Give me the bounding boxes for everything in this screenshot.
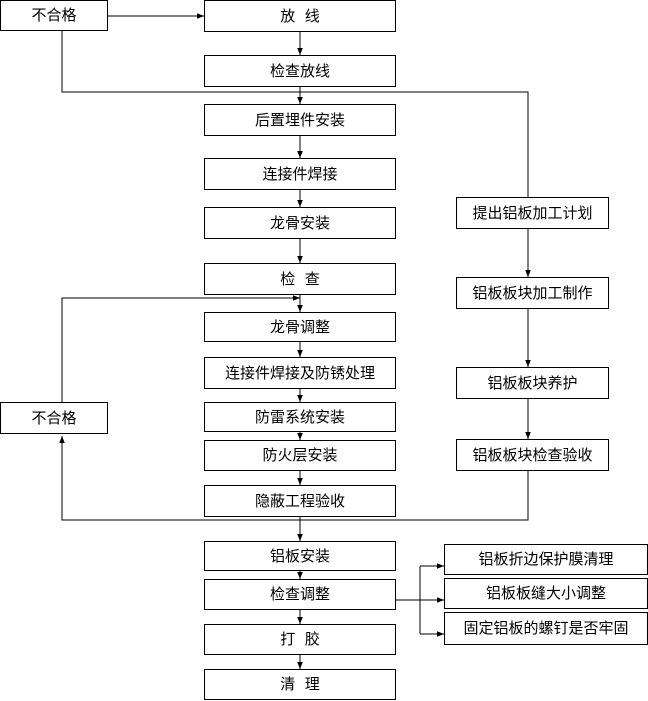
step-fang-xian: 放 线 bbox=[204, 0, 396, 32]
step-yin-bi-gong-cheng-yan-shou: 隐蔽工程验收 bbox=[204, 485, 396, 517]
reject-box-top: 不合格 bbox=[0, 0, 108, 31]
step-fang-lei-xi-tong: 防雷系统安装 bbox=[204, 402, 396, 432]
side-yang-hu: 铝板板块养护 bbox=[456, 367, 609, 399]
check-bian-bao-hu-mo: 铝板折边保护膜清理 bbox=[444, 544, 648, 575]
step-long-gu-tiao-zheng: 龙骨调整 bbox=[204, 312, 396, 342]
step-lian-jie-jian-han-jie: 连接件焊接 bbox=[204, 158, 396, 190]
step-lv-ban-an-zhuang: 铝板安装 bbox=[204, 541, 396, 571]
step-lian-jie-jian-fang-xiu: 连接件焊接及防锈处理 bbox=[204, 357, 396, 389]
step-jian-cha: 检 查 bbox=[204, 263, 396, 295]
side-jian-cha-yan-shou: 铝板板块检查验收 bbox=[456, 439, 609, 471]
step-hou-zhi-mai-jian-an-zhuang: 后置埋件安装 bbox=[204, 104, 396, 136]
side-kuai-jia-gong: 铝板板块加工制作 bbox=[456, 277, 609, 309]
step-jian-cha-tiao-zheng: 检查调整 bbox=[204, 579, 396, 610]
side-jia-gong-ji-hua: 提出铝板加工计划 bbox=[456, 197, 609, 229]
check-feng-da-xiao: 铝板板缝大小调整 bbox=[444, 578, 648, 609]
step-qing-li: 清 理 bbox=[204, 669, 396, 700]
check-luo-ding: 固定铝板的螺钉是否牢固 bbox=[444, 612, 648, 645]
reject-box-middle: 不合格 bbox=[0, 402, 108, 434]
step-long-gu-an-zhuang: 龙骨安装 bbox=[204, 207, 396, 239]
step-jian-cha-fang-xian: 检查放线 bbox=[204, 55, 396, 87]
step-fang-huo-ceng: 防火层安装 bbox=[204, 440, 396, 471]
step-da-jiao: 打 胶 bbox=[204, 624, 396, 655]
